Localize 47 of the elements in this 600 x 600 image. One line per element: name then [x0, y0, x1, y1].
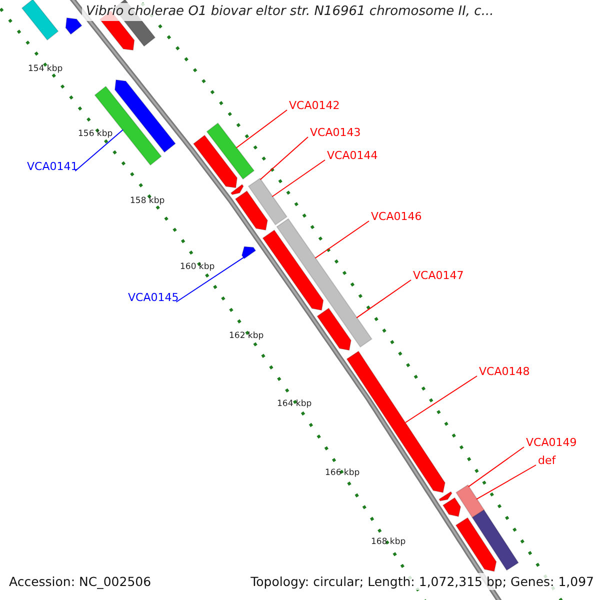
leader-line [405, 376, 478, 423]
gene-feature [94, 86, 162, 166]
pointed-gene-feature [65, 17, 82, 35]
leader-line [236, 110, 288, 148]
scale-label: 166 kbp [325, 468, 360, 479]
leader-line [176, 256, 244, 302]
scale-label: 158 kbp [130, 196, 165, 207]
pointed-gene-feature [192, 134, 238, 188]
leader-line [476, 464, 536, 500]
scale-label: 168 kbp [371, 537, 406, 548]
pointed-gene-feature [114, 79, 176, 153]
gene-label: VCA0147 [413, 269, 464, 283]
gene-feature [21, 0, 59, 41]
pointed-gene-feature [438, 491, 452, 502]
gene-label: VCA0148 [479, 365, 530, 379]
genome-stats-text: Topology: circular; Length: 1,072,315 bp; Genes: 1,097 [248, 573, 596, 590]
gene-label: VCA0149 [526, 436, 577, 450]
pointed-gene-feature [230, 184, 244, 196]
gene-label: def [538, 454, 556, 468]
gene-feature [248, 178, 288, 226]
gene-label: VCA0142 [289, 99, 340, 113]
pointed-gene-feature [262, 229, 324, 311]
pointed-gene-feature [241, 246, 256, 260]
pointed-gene-feature [316, 308, 352, 351]
scale-label: 156 kbp [78, 129, 113, 140]
pointed-gene-feature [455, 517, 497, 572]
gene-label: VCA0141 [27, 160, 78, 174]
leader-line [314, 220, 370, 259]
leader-line [356, 280, 412, 318]
pointed-gene-feature [346, 350, 446, 494]
leader-line [74, 129, 124, 172]
scale-label: 160 kbp [180, 262, 215, 273]
gene-feature [276, 218, 372, 348]
scale-label: 154 kbp [28, 64, 63, 75]
leader-line [260, 136, 308, 180]
gene-label: VCA0143 [310, 126, 361, 140]
pointed-gene-feature [234, 190, 268, 231]
gene-feature [472, 509, 520, 571]
gene-label: VCA0145 [128, 291, 179, 305]
gene-feature [206, 122, 255, 180]
leader-line [272, 160, 326, 198]
gene-label: VCA0146 [371, 210, 422, 224]
leader-line [468, 446, 524, 488]
gene-feature [455, 484, 485, 518]
gene-label: VCA0144 [327, 149, 378, 163]
scale-label: 162 kbp [229, 331, 264, 342]
scale-label: 164 kbp [277, 399, 312, 410]
